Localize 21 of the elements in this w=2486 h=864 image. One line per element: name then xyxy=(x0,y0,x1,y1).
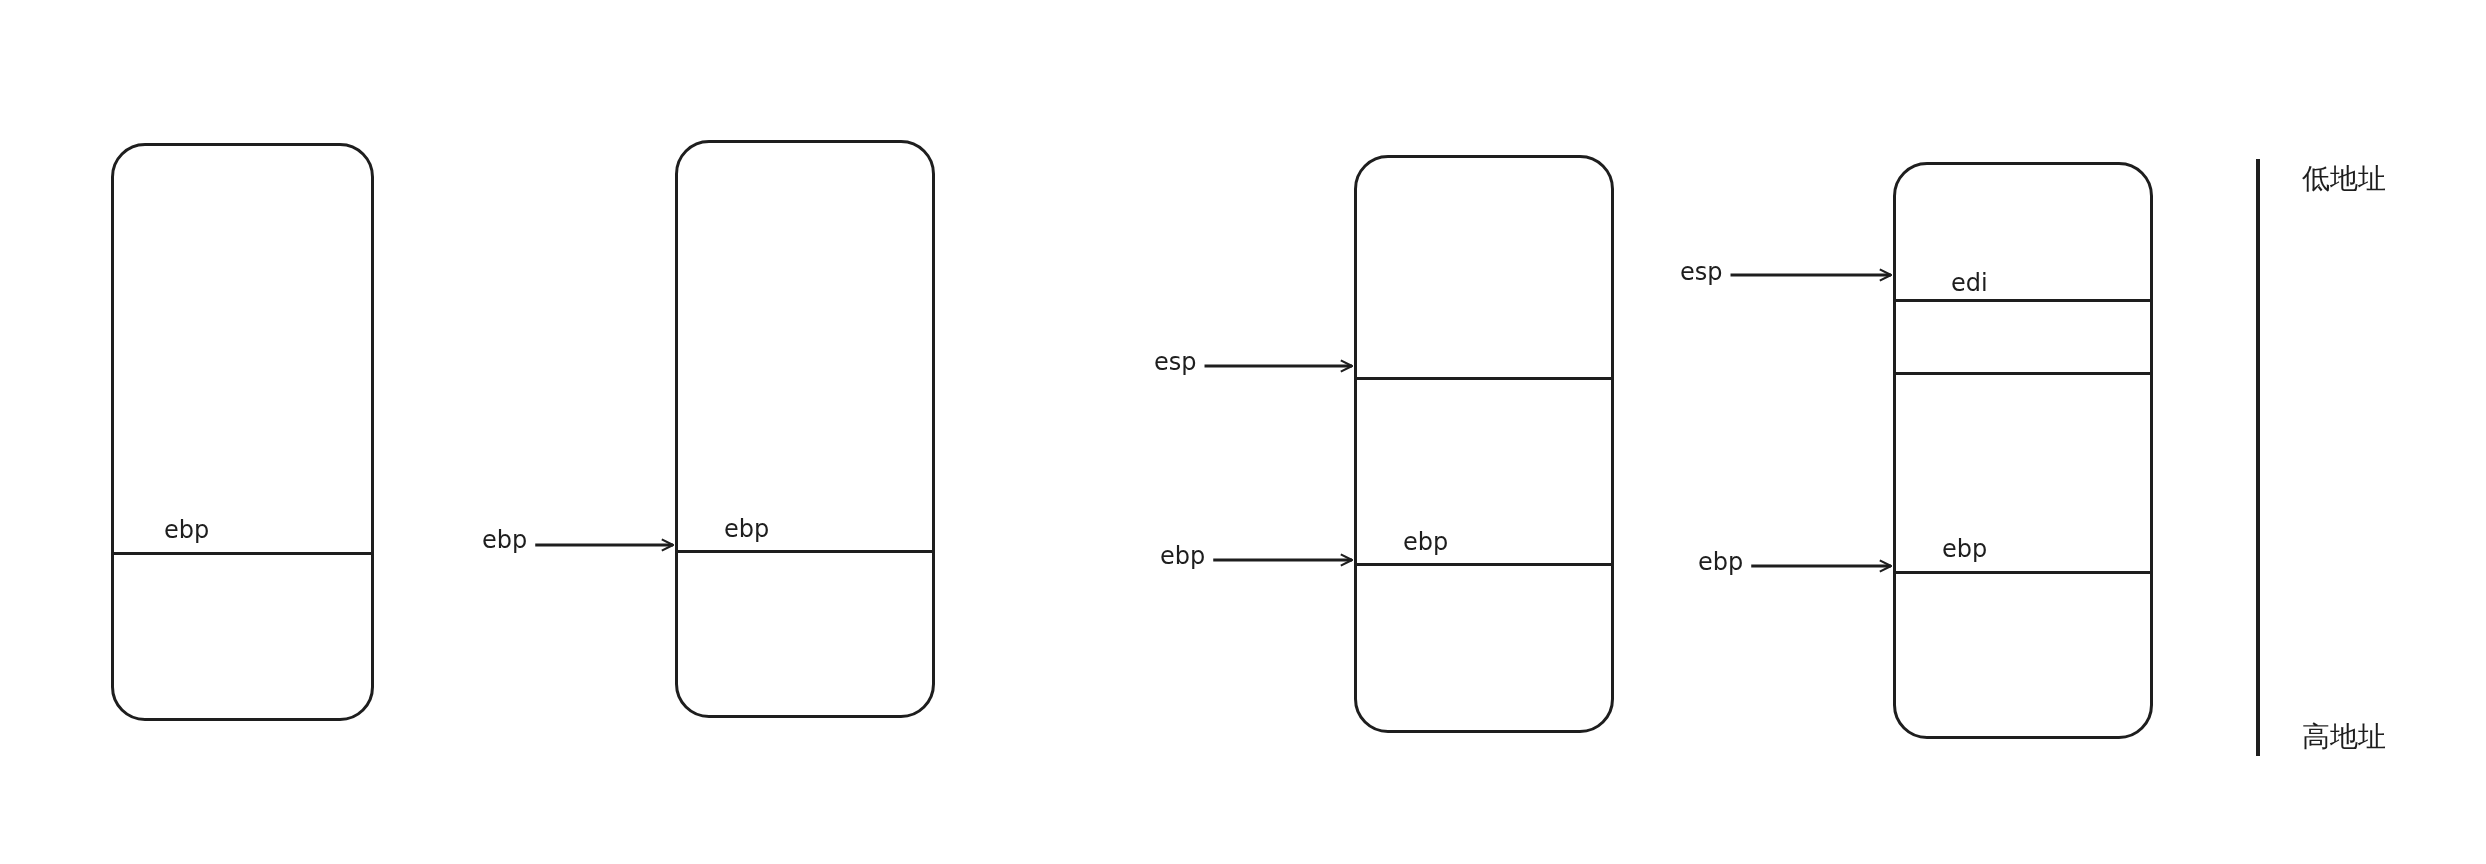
register-label: ebp xyxy=(164,516,210,544)
address-label: 高地址 xyxy=(2302,720,2386,754)
register-label: ebp xyxy=(1403,528,1449,556)
register-name: ebp xyxy=(1160,542,1206,570)
register-name: esp xyxy=(1154,348,1197,376)
register-label: ebp xyxy=(1942,535,1988,563)
register-name: esp xyxy=(1680,258,1723,286)
arrow xyxy=(1204,359,1354,373)
stack-frame-box xyxy=(111,143,374,721)
register-name: ebp xyxy=(482,526,528,554)
arrow xyxy=(535,538,675,552)
stack-frame-box xyxy=(1893,162,2153,739)
stack-frame-box xyxy=(675,140,935,718)
arrow xyxy=(1751,559,1893,573)
register-label: ebp xyxy=(724,515,770,543)
arrow xyxy=(1213,553,1354,567)
register-label: edi xyxy=(1951,269,1988,297)
arrow xyxy=(1730,268,1893,282)
stack-frame-box xyxy=(1354,155,1614,733)
address-label: 低地址 xyxy=(2302,162,2386,196)
register-name: ebp xyxy=(1698,548,1744,576)
